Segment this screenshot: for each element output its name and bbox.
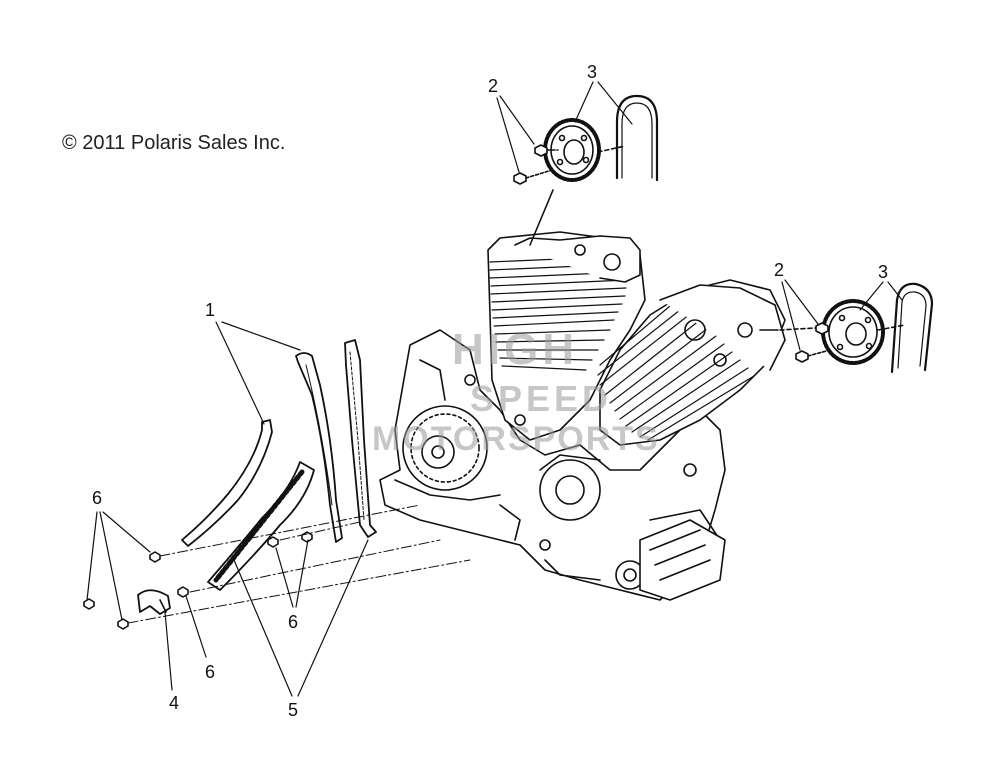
callout-5: 5 — [288, 700, 299, 720]
engine-cam-gear-icon — [402, 405, 488, 491]
top-sprocket-bolt-icon — [513, 144, 548, 185]
callout-6-left: 6 — [92, 488, 103, 508]
copyright-text: © 2011 Polaris Sales Inc. — [62, 132, 286, 154]
right-cam-sprocket-icon — [821, 299, 885, 365]
bracket-icon — [137, 589, 171, 615]
rear-cylinder-fins — [597, 305, 755, 441]
guide-bolt-icon — [83, 531, 313, 630]
alignment-lines — [127, 504, 471, 624]
engine-assembly — [379, 189, 786, 601]
chain-guide-tall-icon — [295, 352, 343, 543]
top-cam-sprocket-group — [513, 94, 659, 185]
callout-6-bottom: 6 — [205, 662, 216, 682]
callout-2-right: 2 — [774, 260, 785, 280]
chain-tensioner-curved-icon — [181, 419, 273, 547]
chain-guide-straight-icon — [344, 339, 377, 538]
watermark-line-1: HIGH — [452, 325, 578, 374]
right-cam-sprocket-group — [759, 282, 934, 374]
callout-4: 4 — [169, 693, 180, 713]
callout-1: 1 — [205, 300, 216, 320]
top-timing-chain-icon — [615, 94, 659, 182]
chain-guide-set — [83, 339, 377, 630]
watermark-line-2: SPEED — [470, 378, 613, 419]
leader-lines — [86, 81, 903, 697]
watermark-line-3: MOTORSPORTS — [372, 420, 660, 458]
callout-3-top: 3 — [587, 62, 598, 82]
callout-6-mid: 6 — [288, 612, 299, 632]
callout-3-right: 3 — [878, 262, 889, 282]
right-sprocket-bolt-icon — [795, 322, 829, 363]
right-timing-chain-icon — [890, 282, 934, 374]
callout-2-top: 2 — [488, 76, 499, 96]
